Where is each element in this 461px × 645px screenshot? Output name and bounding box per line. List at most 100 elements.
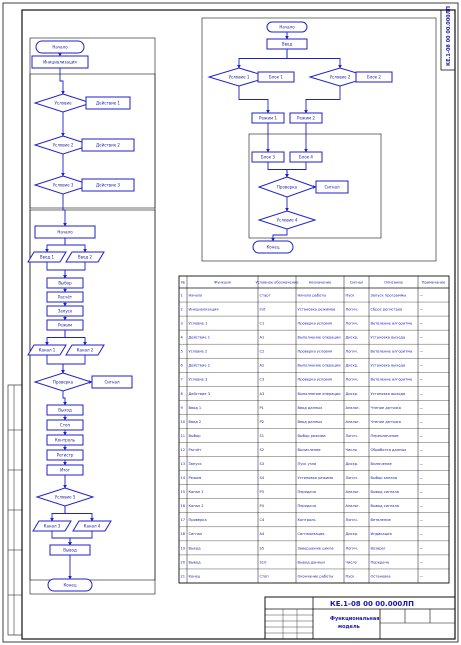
table-cell: Действие 1 xyxy=(189,336,211,340)
code-stamp-box xyxy=(440,9,456,71)
left-label-end: Конец xyxy=(63,582,76,587)
table-cell: — xyxy=(420,406,424,410)
left-label-p5: Канал 3 xyxy=(44,523,61,528)
table-cell: 6 xyxy=(181,364,184,368)
table-cell: — xyxy=(420,420,424,424)
table-cell: S5 xyxy=(260,546,265,550)
table-cell: — xyxy=(420,364,424,368)
table-cell: Проверка условия xyxy=(298,378,333,382)
binding-strip xyxy=(7,384,23,636)
table-cell: Старт xyxy=(260,293,271,297)
table-cell: Окончание работы xyxy=(298,574,334,578)
right-label-rc4: Условие 4 xyxy=(277,217,298,222)
left-node-p6: Канал 4 xyxy=(72,520,112,532)
left-node-p1: Ввод 1 xyxy=(27,251,67,263)
table-cell: — xyxy=(420,518,424,522)
right-node-r_end: Конец xyxy=(252,240,294,254)
right-edge-rs3-rc3 xyxy=(267,162,289,178)
table-cell: 4 xyxy=(181,336,184,340)
right-node-r_begin: Начало xyxy=(266,21,308,33)
table-cell: — xyxy=(420,336,424,340)
table-cell: Дискр. xyxy=(346,364,359,368)
table-cell: — xyxy=(420,293,424,297)
table-cell: Конец xyxy=(189,574,201,578)
left-edge-p3-c4 xyxy=(46,355,65,374)
table-cell: 9 xyxy=(181,406,184,410)
table-cell: Установка режимов xyxy=(298,307,336,311)
right-label-rc2: Условие 2 xyxy=(330,74,351,79)
table-cell: Логич. xyxy=(346,518,358,522)
title-line-2: модель xyxy=(338,624,360,630)
table-cell: Действие 2 xyxy=(189,364,211,368)
table-cell: Возврат xyxy=(371,546,386,550)
right-node-rc4: Условие 4 xyxy=(257,210,317,230)
table-cell: Включение xyxy=(371,462,393,466)
table-cell: Выполнение операции xyxy=(298,364,342,368)
left-label-c4: Проверка xyxy=(53,379,74,384)
left-subframe-2 xyxy=(29,209,156,581)
left-node-a4: Сигнал xyxy=(91,375,133,389)
table-cell: — xyxy=(420,574,424,578)
right-node-rb1: Блок 1 xyxy=(257,71,295,83)
table-cell: Начало xyxy=(189,293,203,297)
table-cell: Ветвление алгоритма xyxy=(371,378,413,382)
left-label-block2_start: Начало xyxy=(57,229,73,234)
table-cell: 8 xyxy=(181,392,184,396)
table-cell: — xyxy=(420,490,424,494)
left-node-c1: Условие xyxy=(33,93,93,113)
left-node-a3: Действие 3 xyxy=(81,178,135,192)
table-cell: Логич. xyxy=(346,322,358,326)
left-edge-c3-block2_start xyxy=(62,194,67,227)
table-cell: Сигнал xyxy=(189,532,203,536)
left-label-a4: Сигнал xyxy=(104,379,120,384)
left-label-s9: Итог xyxy=(60,467,70,472)
table-cell: Сброс регистров xyxy=(371,307,403,311)
table-cell: Передача xyxy=(298,504,316,508)
right-node-r_init: Ввод xyxy=(266,38,308,50)
left-edge-block2_start-p1 xyxy=(45,238,66,253)
table-cell: Логич. xyxy=(346,476,358,480)
left-node-p2: Ввод 2 xyxy=(65,251,105,263)
left-label-a3: Действие 3 xyxy=(96,182,120,187)
left-label-s8: Регистр xyxy=(57,452,74,457)
left-edge-s4-p3 xyxy=(45,330,66,346)
table-cell: Условие 3 xyxy=(189,378,208,382)
table-cell: Установка выхода xyxy=(371,364,406,368)
left-node-c4: Проверка xyxy=(33,372,93,392)
table-cell: Запуск программы xyxy=(371,293,407,297)
right-label-r_init: Ввод xyxy=(282,41,293,46)
table-cell: C4 xyxy=(260,518,266,522)
left-node-begin: Начало xyxy=(35,40,85,54)
table-cell: 16 xyxy=(181,504,186,508)
table-cell: Пуск xyxy=(346,293,356,297)
table-cell: C3 xyxy=(260,378,265,382)
left-label-c5: Условие 5 xyxy=(55,494,76,499)
table-cell: Дискр. xyxy=(346,532,359,536)
right-edge-rc1-rs1 xyxy=(238,86,270,114)
left-node-end: Конец xyxy=(47,578,93,592)
table-cell: C1 xyxy=(260,322,265,326)
right-panel-frame xyxy=(201,17,437,262)
table-cell: Контроль xyxy=(298,518,316,522)
table-cell: A1 xyxy=(260,336,265,340)
left-node-s4: Режим xyxy=(46,319,84,331)
left-label-c3: Условие 3 xyxy=(53,182,74,187)
table-cell: — xyxy=(420,322,424,326)
right-edge-rs4-rc3 xyxy=(285,162,307,178)
table-cell: — xyxy=(420,532,424,536)
left-label-p6: Канал 4 xyxy=(84,523,101,528)
right-label-rb1: Блок 1 xyxy=(269,74,283,79)
table-cell: Установка режима xyxy=(298,476,334,480)
table-cell: Переключение xyxy=(371,434,400,438)
left-label-s3: Запуск xyxy=(58,308,73,313)
